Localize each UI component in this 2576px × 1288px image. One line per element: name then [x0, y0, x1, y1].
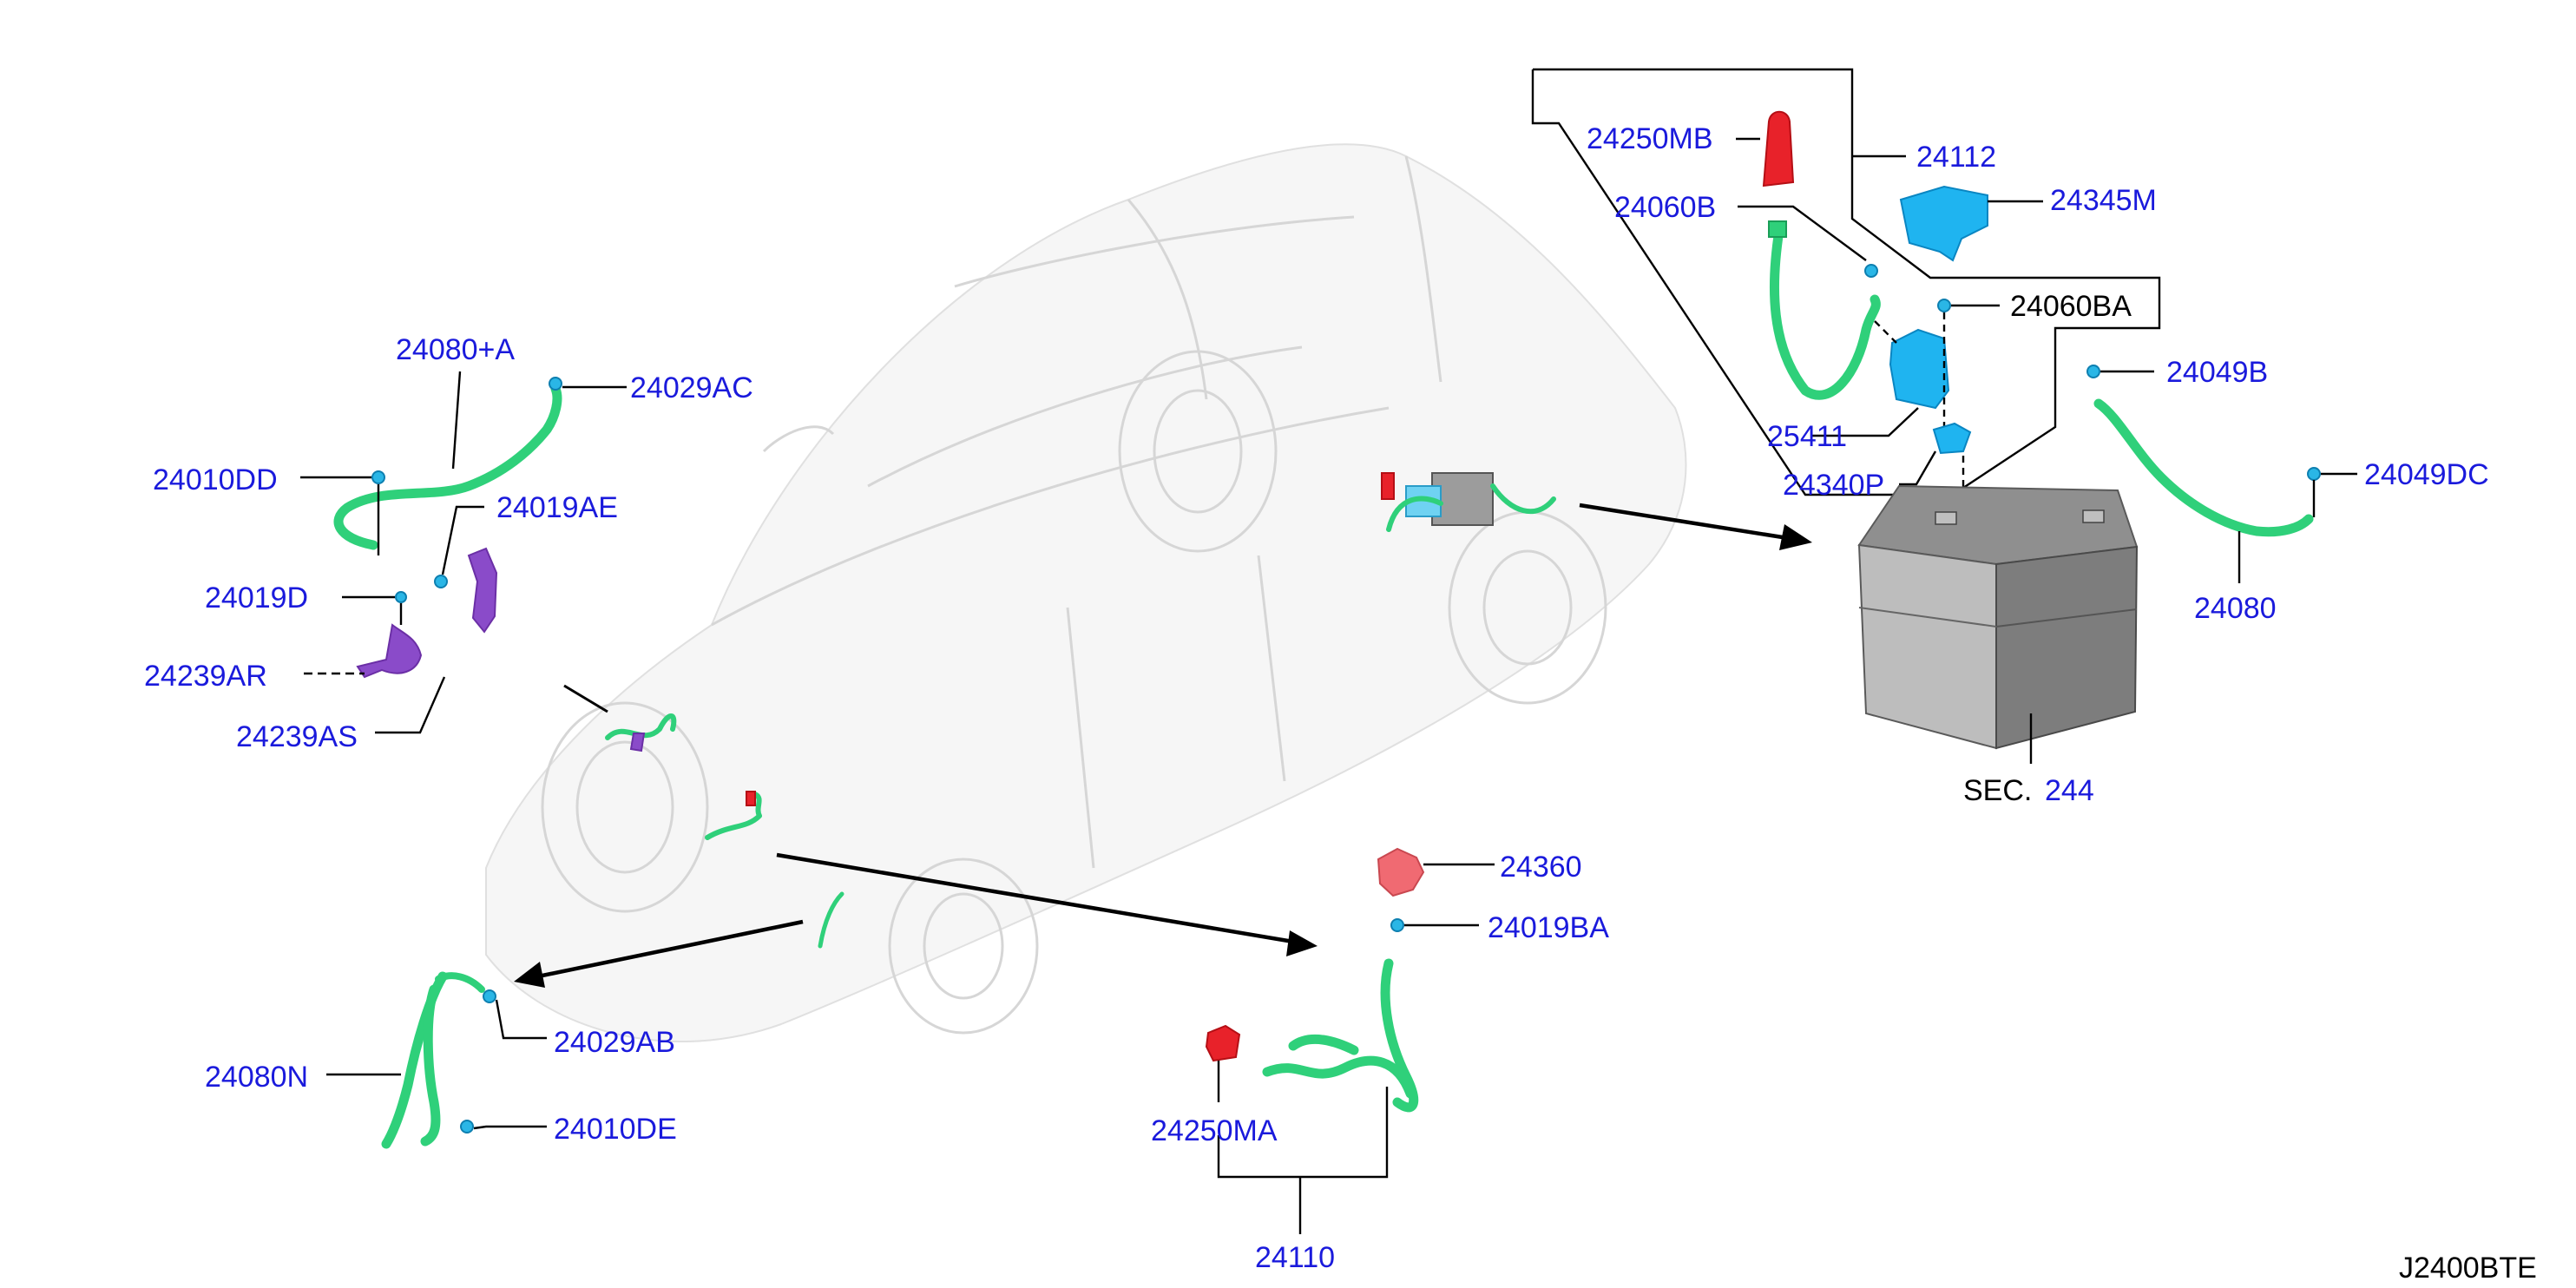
- harness-24110: [1205, 847, 1495, 1234]
- label-24060BA: 24060BA: [2010, 290, 2132, 323]
- label-24010DE: 24010DE: [554, 1113, 677, 1146]
- cable-24080A: [300, 371, 627, 555]
- label-24019D: 24019D: [205, 582, 308, 614]
- in-car-ground-harness: [705, 791, 844, 949]
- cable-24080N: [326, 971, 547, 1149]
- label-24080A: 24080+A: [396, 333, 515, 366]
- label-24049DC: 24049DC: [2364, 458, 2489, 491]
- label-24049B: 24049B: [2166, 356, 2268, 389]
- label-24019AE: 24019AE: [496, 491, 618, 524]
- in-car-battery-assembly: [1381, 472, 1556, 532]
- positive-cable-24060B: [1738, 205, 1881, 400]
- battery: [1857, 484, 2139, 764]
- label-24250MA: 24250MA: [1151, 1114, 1278, 1147]
- label-24029AC: 24029AC: [630, 371, 753, 404]
- purple-bracket-24019AE: [434, 505, 498, 634]
- label-sec-prefix: SEC.: [1963, 774, 2032, 807]
- label-24239AR: 24239AR: [144, 660, 267, 693]
- vehicle-ghost-outline: [485, 143, 1687, 1042]
- part-labels: 24250MB 24112 24345M 24060B 24060BA 2541…: [144, 122, 2537, 1285]
- label-25411: 25411: [1767, 420, 1847, 453]
- arrows: [514, 503, 1812, 988]
- label-24080N: 24080N: [205, 1061, 308, 1094]
- label-24029AB: 24029AB: [554, 1026, 675, 1059]
- in-car-front-harness: [605, 713, 677, 752]
- label-24239AS: 24239AS: [236, 720, 358, 753]
- detail-frame: [1531, 68, 2161, 496]
- cyan-cover-24345M: [1899, 185, 2043, 262]
- red-terminal-cap-24250MB: [1736, 110, 1795, 187]
- label-24080: 24080: [2194, 592, 2277, 625]
- label-24010DD: 24010DD: [153, 463, 278, 496]
- label-24060B: 24060B: [1614, 191, 1716, 224]
- label-24112: 24112: [1916, 141, 1996, 174]
- diagram-code: J2400BTE: [2399, 1252, 2537, 1285]
- label-24340P: 24340P: [1783, 469, 1884, 502]
- ground-cable-24080: [2086, 365, 2357, 583]
- label-24345M: 24345M: [2050, 184, 2157, 217]
- label-24019BA: 24019BA: [1488, 911, 1609, 944]
- label-sec-number: 244: [2045, 774, 2094, 807]
- label-24360: 24360: [1500, 851, 1582, 884]
- label-24250MB: 24250MB: [1587, 122, 1713, 155]
- fuse-bracket-25411: [1812, 299, 2000, 437]
- purple-clip-24239AR: [304, 591, 446, 734]
- label-24110: 24110: [1255, 1241, 1335, 1274]
